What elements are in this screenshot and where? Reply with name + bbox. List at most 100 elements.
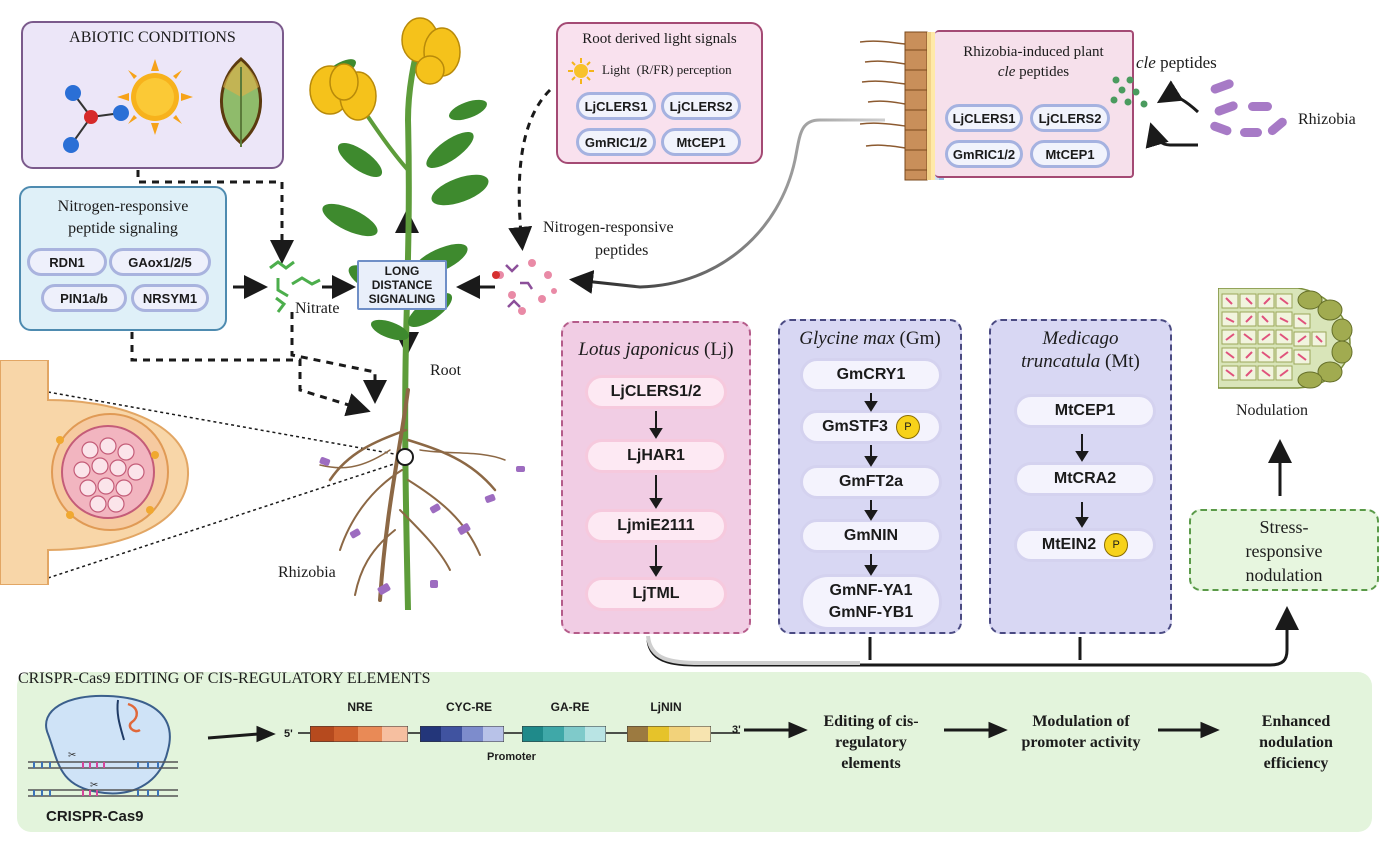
rhizobia-left-label: Rhizobia [278,564,336,581]
svg-text:✂: ✂ [68,750,76,761]
medicago-step-mtcra2: MtCRA2 [1014,462,1156,496]
light-pill-mtcep1: MtCEP1 [661,128,741,156]
medicago-title-1: Medicago [991,328,1170,350]
cle-pill-gmric12: GmRIC1/2 [945,140,1023,168]
lds-line3: SIGNALING [368,292,436,306]
outcome-modulation-1: Modulation of [1032,713,1130,730]
n-peptides-label-1: Nitrogen-responsive [543,219,674,236]
lotus-title-italic: Lotus japonicus [578,339,700,360]
outcome-editing-2: regulatory [835,734,907,751]
arrow-rhizobia-to-cle-2 [1145,122,1198,149]
rhizobia-induced-title-2: cle peptides [935,64,1132,81]
pill-rdn1: RDN1 [27,248,107,276]
lotus-title-rest: (Lj) [699,339,734,360]
nitrogen-signaling-box: Nitrogen-responsive peptide signaling RD… [19,186,227,331]
light-pill-gmric12: GmRIC1/2 [576,128,656,156]
stress-line3: nodulation [1245,565,1323,585]
phospho-badge: P [895,415,920,439]
root-light-title: Root derived light signals [582,31,737,47]
medicago-italic-2: truncatula [1021,351,1101,372]
lds-line1: LONG [384,264,420,278]
cle-pill-ljclers2: LjCLERS2 [1030,104,1110,132]
arrow-rhizobia-to-cle-1 [1156,80,1200,114]
rhizobia-bacteria-icon [1210,79,1287,137]
medicago-pathway-box: Medicago truncatula (Mt) MtCEP1 MtCRA2 M… [989,319,1172,634]
gmstf3-label: GmSTF3 [822,418,888,435]
pill-pin1ab: PIN1a/b [41,284,127,312]
medicago-step-mtcep1: MtCEP1 [1014,394,1156,428]
cle-peptide-dots-icon [1110,76,1148,108]
curve-cle-to-peptides [569,118,885,294]
outcome-enhanced-2: nodulation [1259,734,1333,751]
peptides-text: peptides [1015,64,1070,80]
mtein2-label: MtEIN2 [1041,536,1097,553]
root-label: Root [430,362,462,379]
cle-peptides-italic: cle [1136,53,1156,72]
element-gare-label: GA-RE [550,700,590,714]
nodule-tissue-image [1218,288,1353,389]
stress-line1: Stress- [1259,517,1309,537]
lotus-arrows [649,411,663,577]
glycine-arrows [864,393,878,576]
nitrogen-box-title-2: peptide signaling [68,220,178,237]
glycine-pathway-box: Glycine max (Gm) GmCRY1 GmSTF3 P GmFT2a … [778,319,962,634]
element-cycre-label: CYC-RE [445,700,492,714]
crispr-cas9-label: CRISPR-Cas9 [46,808,144,825]
leaf-icon [220,57,262,147]
lotus-step-ljclers12: LjCLERS1/2 [585,375,727,409]
nitrate-molecules-icon [269,260,321,313]
rhizobia-right-label: Rhizobia [1298,111,1356,128]
pill-gaox: GAox1/2/5 [109,248,211,276]
rhizobia-induced-title-1: Rhizobia-induced plant [963,44,1104,60]
element-cycre-block [420,726,504,742]
nitrogen-box-title-1: Nitrogen-responsive [57,198,189,215]
crispr-title: CRISPR-Cas9 EDITING OF CIS-REGULATORY EL… [18,670,431,687]
lotus-pathway-box: Lotus japonicus (Lj) LjCLERS1/2 LjHAR1 L… [561,321,751,634]
stress-nodulation-box: Stress- responsive nodulation [1189,509,1379,591]
medicago-arrows [1075,434,1089,528]
crispr-panel [17,672,1372,832]
outcome-editing: Editing of cis- regulatory elements [804,711,938,774]
outcome-enhanced: Enhanced nodulation efficiency [1236,711,1356,774]
glycine-title: Glycine max (Gm) [780,328,960,350]
element-ljnin-block [627,726,711,742]
glycine-step-gmnin: GmNIN [800,519,942,553]
nodulation-label: Nodulation [1236,402,1308,419]
dashed-abiotic-to-nitrate [136,170,294,264]
lotus-title: Lotus japonicus (Lj) [563,339,749,361]
medicago-step-mtein2: MtEIN2 P [1014,528,1156,562]
medicago-title-rest: (Mt) [1100,351,1140,372]
cle-italic: cle [997,64,1016,80]
abiotic-title: ABIOTIC CONDITIONS [69,29,236,46]
element-ljnin-label: LjNIN [650,700,682,714]
cle-pill-mtcep1: MtCEP1 [1030,140,1110,168]
line-lotus-grey [646,635,860,665]
dashed-light-to-peptides [508,88,552,251]
rhizobia-induced-cle-box: Rhizobia-induced plant cle peptides LjCL… [935,30,1134,178]
peptides-cluster-icon [492,259,557,315]
lotus-step-ljtml: LjTML [585,577,727,611]
three-prime-label: 3' [732,724,741,736]
gmnf-yb1-label: GmNF-YB1 [828,604,914,621]
outcome-editing-3: elements [841,755,901,772]
pill-nrsym1: NRSYM1 [131,284,209,312]
light-pill-ljclers1: LjCLERS1 [576,92,656,120]
glycine-title-rest: (Gm) [894,328,941,349]
nitrate-label: Nitrate [295,300,340,317]
long-distance-signaling-box: LONG DISTANCE SIGNALING [357,260,447,310]
glycine-step-gmnf: GmNF-YA1 GmNF-YB1 [800,574,942,630]
medicago-italic-1: Medicago [1042,328,1119,349]
medicago-title-2: truncatula (Mt) [991,351,1170,373]
promoter-label: Promoter [487,751,536,763]
dashed-nitrogen-to-root [130,332,371,417]
outcome-enhanced-1: Enhanced [1261,713,1331,730]
glycine-title-italic: Glycine max [799,328,895,349]
nitrate-molecule-icon [63,85,129,153]
lotus-step-ljhar1: LjHAR1 [585,439,727,473]
cle-peptides-label: cle peptides [1136,53,1217,73]
five-prime-label: 5' [284,728,293,740]
glycine-step-gmstf3: GmSTF3 P [800,410,942,444]
crispr-cas9-image: ✂ ✂ [28,694,178,797]
